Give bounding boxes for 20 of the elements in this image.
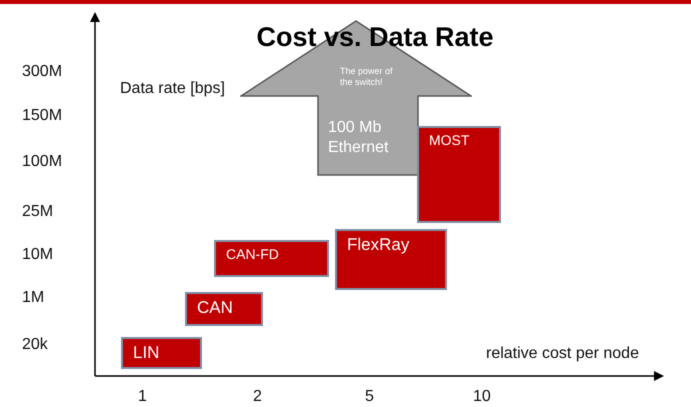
axis-tick-label: 150M: [22, 107, 62, 125]
axis-tick-label: 25M: [22, 203, 54, 221]
axis-tick-label: 100M: [22, 153, 62, 171]
arrow-caption: The power of the switch!: [340, 66, 394, 88]
axis-title: relative cost per node: [486, 345, 639, 363]
axis-tick-label: 1M: [22, 289, 44, 307]
technology-box: CAN-FD: [214, 240, 329, 277]
axis-tick-label: 10M: [22, 246, 54, 264]
technology-box: LIN: [121, 337, 202, 369]
axis-tick-label: 1: [138, 388, 147, 406]
arrow-label: 100 Mb Ethernet: [328, 118, 390, 158]
axis-tick-label: 2: [253, 388, 262, 406]
axis-tick-label: 5: [365, 388, 374, 406]
technology-box: CAN: [185, 292, 263, 326]
axis-tick-label: 300M: [22, 63, 62, 81]
axis-tick-label: 20k: [22, 336, 48, 354]
axis-title: Data rate [bps]: [120, 80, 225, 98]
axis-tick-label: 10: [473, 388, 491, 406]
technology-box: MOST: [417, 126, 501, 223]
technology-box: FlexRay: [335, 229, 447, 290]
